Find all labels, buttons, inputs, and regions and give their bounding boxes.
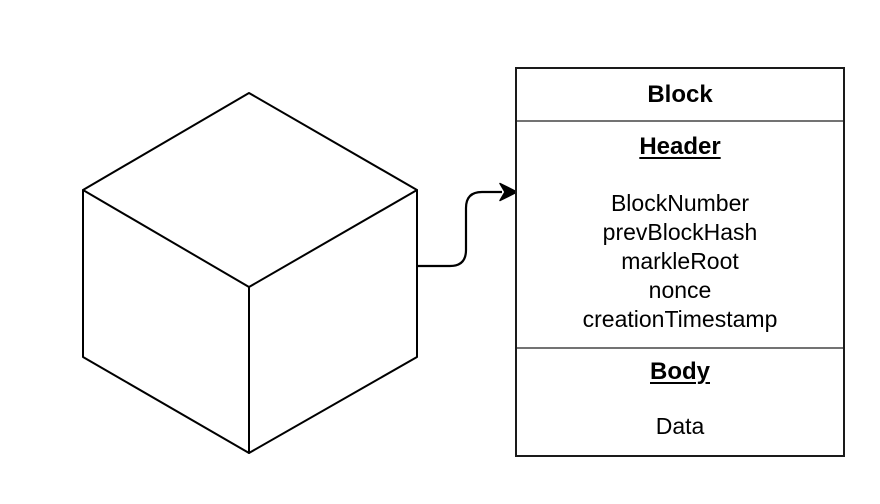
cube-edge-right [248,189,418,288]
header-heading: Header [639,133,721,160]
cube-shape[interactable] [82,92,418,454]
block-body-section: Body Data [517,347,843,455]
field-prev-block-hash: prevBlockHash [602,219,758,245]
field-creation-timestamp: creationTimestamp [582,306,778,332]
arrowhead-icon [499,182,518,202]
body-heading: Body [650,358,710,385]
block-header-section: Header BlockNumber prevBlockHash markleR… [517,120,843,347]
body-field-list: Data [517,412,843,441]
field-nonce: nonce [648,277,712,303]
field-data: Data [655,413,705,439]
arrow-line [417,190,502,268]
block-node[interactable]: Block Header BlockNumber prevBlockHash m… [515,67,845,457]
header-field-list: BlockNumber prevBlockHash markleRoot non… [517,189,843,334]
block-title: Block [647,80,713,108]
arrow-connector[interactable] [417,182,518,268]
field-markle-root: markleRoot [621,248,739,274]
cube-edge-left [82,189,250,288]
field-block-number: BlockNumber [610,190,750,216]
